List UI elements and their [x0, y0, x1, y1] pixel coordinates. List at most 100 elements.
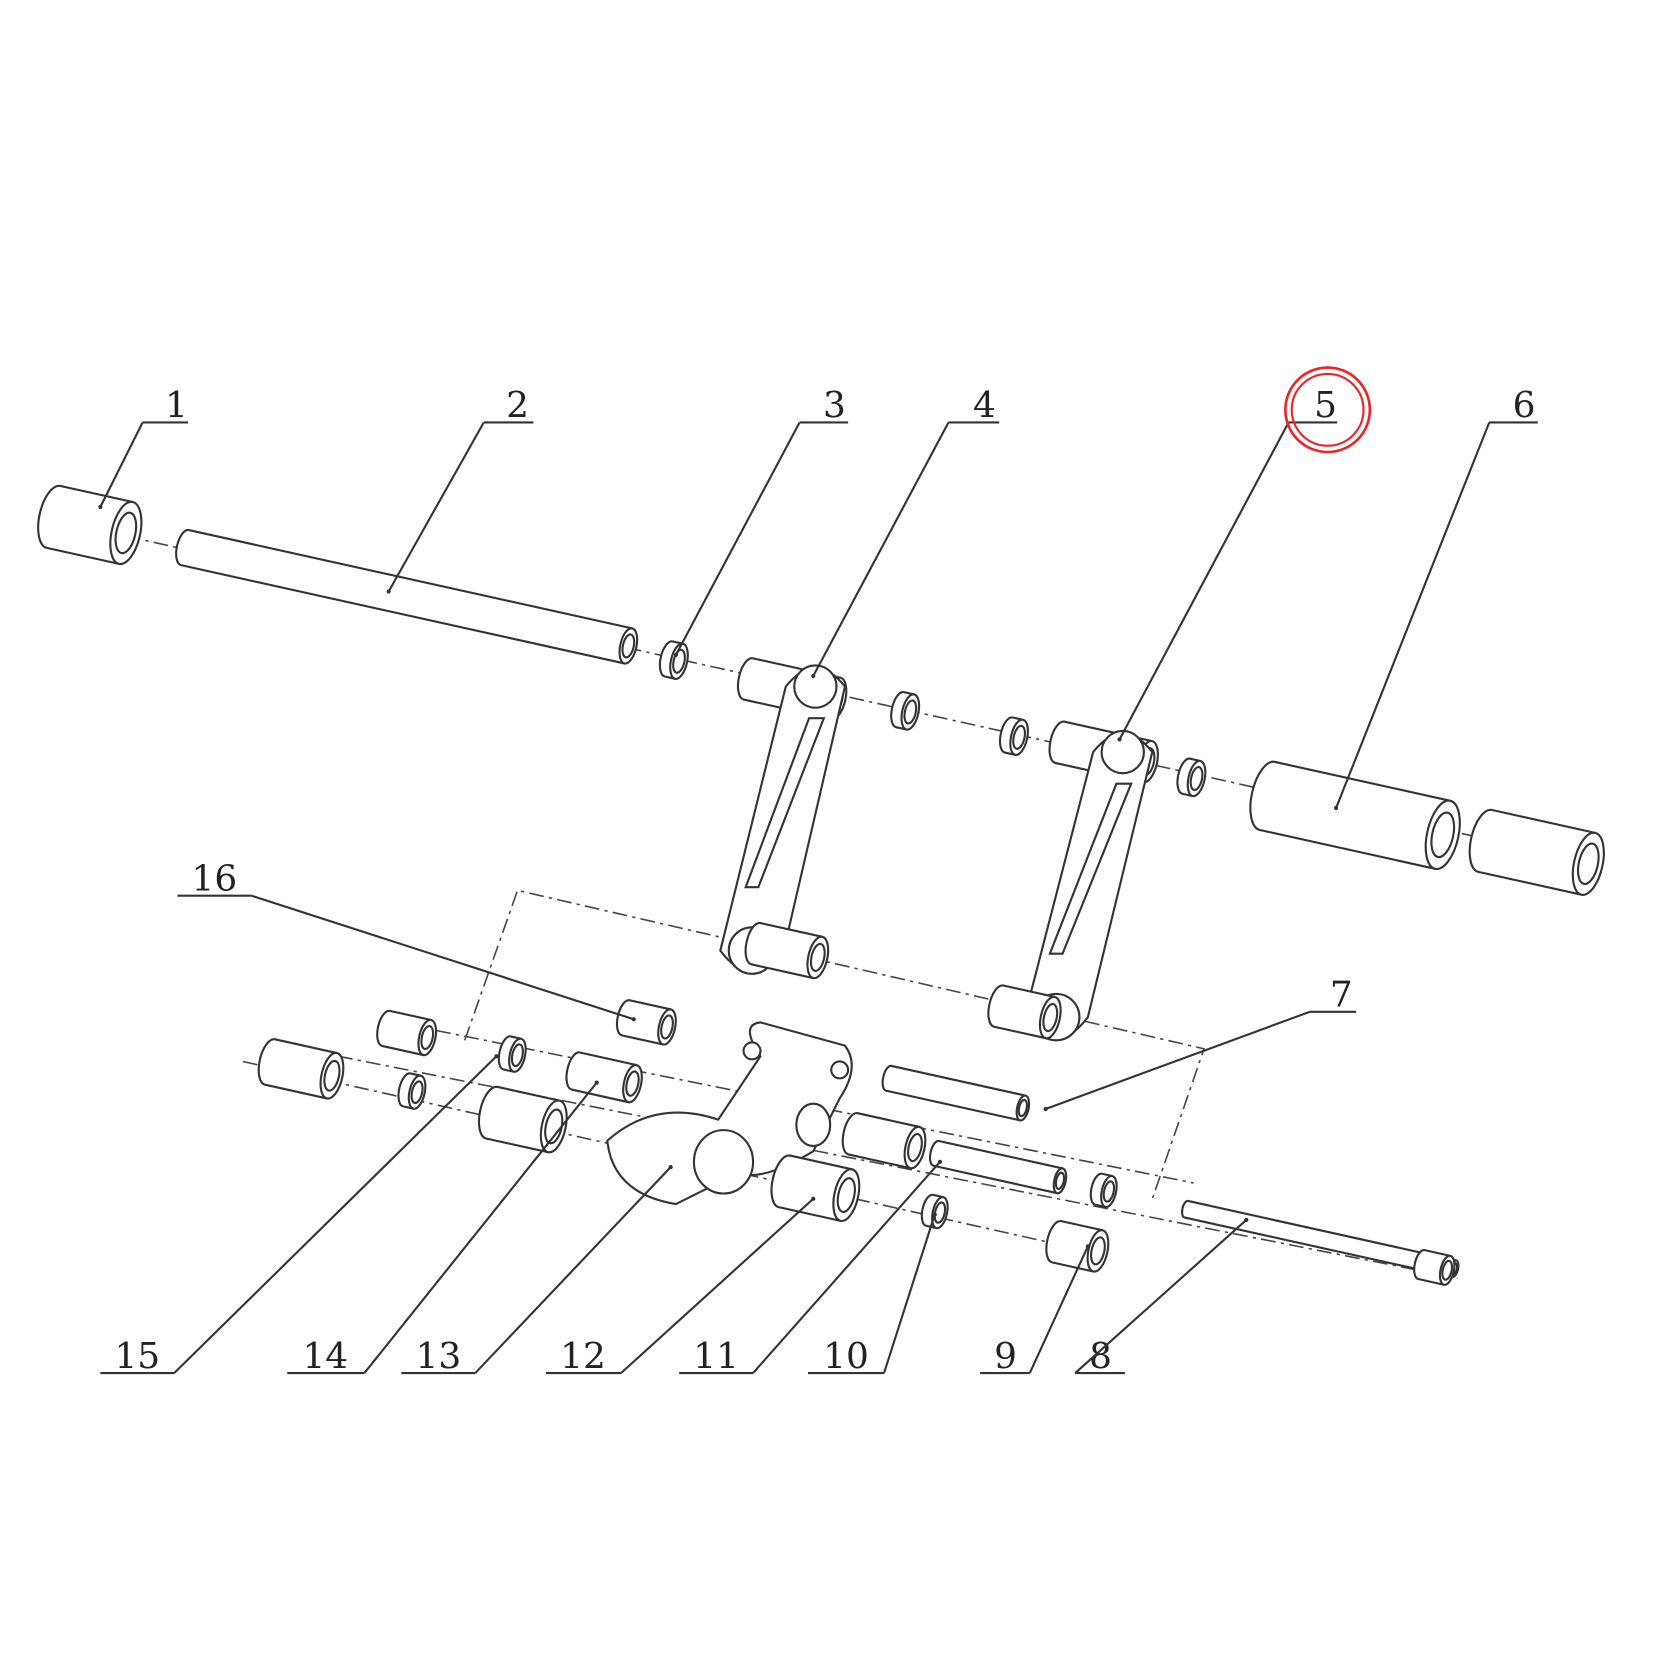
callout-number: 14 — [302, 1336, 348, 1377]
leader-line — [99, 422, 144, 508]
part-1-bushing — [37, 484, 143, 566]
cylinder-edge — [1061, 1220, 1103, 1232]
callout-5: 5 — [1117, 385, 1338, 742]
leader-dot — [386, 589, 391, 594]
part-9-bushing — [1045, 1219, 1110, 1273]
cylinder-body — [751, 923, 823, 979]
washer — [1089, 1172, 1118, 1209]
leader-dot — [494, 1054, 499, 1059]
cylinder-edge — [885, 1089, 1021, 1122]
center-axis-line — [380, 1018, 1194, 1184]
cylinder-body — [886, 1065, 1026, 1121]
callout-number: 6 — [1513, 385, 1536, 426]
cylinder-edge — [1478, 870, 1582, 896]
callout-8: 8 — [1074, 1217, 1249, 1377]
leader-dot — [1333, 805, 1339, 811]
center-axis-line — [337, 1055, 1458, 1279]
washer — [890, 691, 921, 731]
callout-number: 4 — [973, 385, 996, 426]
cylinder-edge — [848, 1153, 911, 1170]
part-11-bushing — [841, 1112, 927, 1170]
cylinder-bore — [114, 511, 138, 555]
cylinder-bore — [903, 699, 918, 725]
callout-number: 13 — [415, 1336, 461, 1377]
leader-dot — [1244, 1217, 1249, 1223]
callout-number: 3 — [823, 385, 846, 426]
cylinder-edge — [891, 1064, 1026, 1097]
part-13-bushing — [477, 1085, 568, 1154]
callout-7: 7 — [1043, 975, 1357, 1112]
cylinder-edge — [1417, 1277, 1445, 1286]
cylinder-bore — [420, 1025, 435, 1051]
cylinder-bore — [1441, 1259, 1454, 1281]
callout-number: 1 — [165, 385, 188, 426]
part-11-pin — [928, 1139, 1068, 1195]
cylinder-body — [1478, 809, 1596, 895]
cylinder-bore — [1017, 1098, 1029, 1118]
callout-12: 12 — [546, 1196, 816, 1377]
cylinder-edge — [1491, 808, 1596, 834]
lower-bushing — [744, 921, 830, 980]
lower-bushing — [987, 984, 1062, 1040]
link-arm-eye — [1100, 729, 1145, 775]
cylinder-bore — [660, 1014, 674, 1040]
washer — [998, 716, 1029, 756]
leader-line — [1074, 1219, 1248, 1374]
part-8-bolt — [1180, 1199, 1460, 1278]
leader-dot — [932, 1212, 937, 1217]
part-10-washer — [920, 1193, 949, 1230]
cylinder-edge — [381, 1044, 424, 1057]
callout-13: 13 — [401, 1164, 673, 1377]
cylinder-edge — [1003, 984, 1056, 998]
cylinder-bore — [1189, 765, 1204, 792]
cylinder-edge — [579, 1051, 637, 1067]
callout-number: 10 — [823, 1336, 869, 1377]
leader-dot — [594, 1080, 599, 1085]
cylinder-body — [848, 1113, 920, 1169]
highlight-circle — [1284, 366, 1372, 454]
leader-line — [675, 421, 801, 656]
leader-dot — [811, 1196, 816, 1201]
part-7-bolt — [881, 1064, 1031, 1122]
leader-line — [251, 894, 635, 1021]
cylinder-edge — [571, 1088, 629, 1104]
cylinder-edge — [933, 1164, 1058, 1195]
assembly-guide-line — [463, 889, 1206, 1203]
part-3-washer — [658, 640, 689, 680]
cylinder-edge — [497, 1085, 560, 1102]
cylinder-bore — [1090, 1236, 1106, 1266]
leader-line — [1335, 422, 1491, 809]
cylinder-bore — [1054, 1171, 1066, 1190]
callout-number: 11 — [693, 1336, 739, 1377]
cylinder-edge — [778, 1206, 841, 1222]
cylinder-bore — [1576, 842, 1600, 886]
link-arm-eye — [793, 664, 838, 709]
callout-number: 5 — [1314, 385, 1337, 426]
callout-4: 4 — [811, 385, 1000, 679]
leader-line — [1028, 1245, 1089, 1374]
cylinder-bore — [1012, 724, 1026, 750]
cylinder-edge — [789, 1154, 853, 1171]
link-arm-slot — [744, 717, 826, 889]
cylinder-edge — [1259, 828, 1436, 870]
leader-dot — [1085, 1244, 1090, 1249]
callout-number: 2 — [506, 385, 529, 426]
leader-line — [173, 1055, 498, 1374]
part-15-washer — [497, 1035, 527, 1073]
cylinder-edge — [274, 1038, 338, 1055]
cylinder-edge — [760, 922, 823, 938]
leader-dot — [673, 652, 679, 657]
cylinder-bore — [323, 1059, 341, 1092]
leader-dot — [1117, 737, 1122, 742]
leader-dot — [631, 1017, 636, 1022]
cylinder-bore — [809, 942, 826, 972]
leader-line — [474, 1166, 672, 1374]
leader-dot — [668, 1164, 673, 1170]
cylinder-bore — [907, 1133, 923, 1163]
rocker-hole — [742, 1041, 762, 1061]
leader-dot — [811, 673, 816, 679]
cylinder-edge — [751, 963, 814, 980]
rocker-pivot — [692, 1129, 755, 1195]
